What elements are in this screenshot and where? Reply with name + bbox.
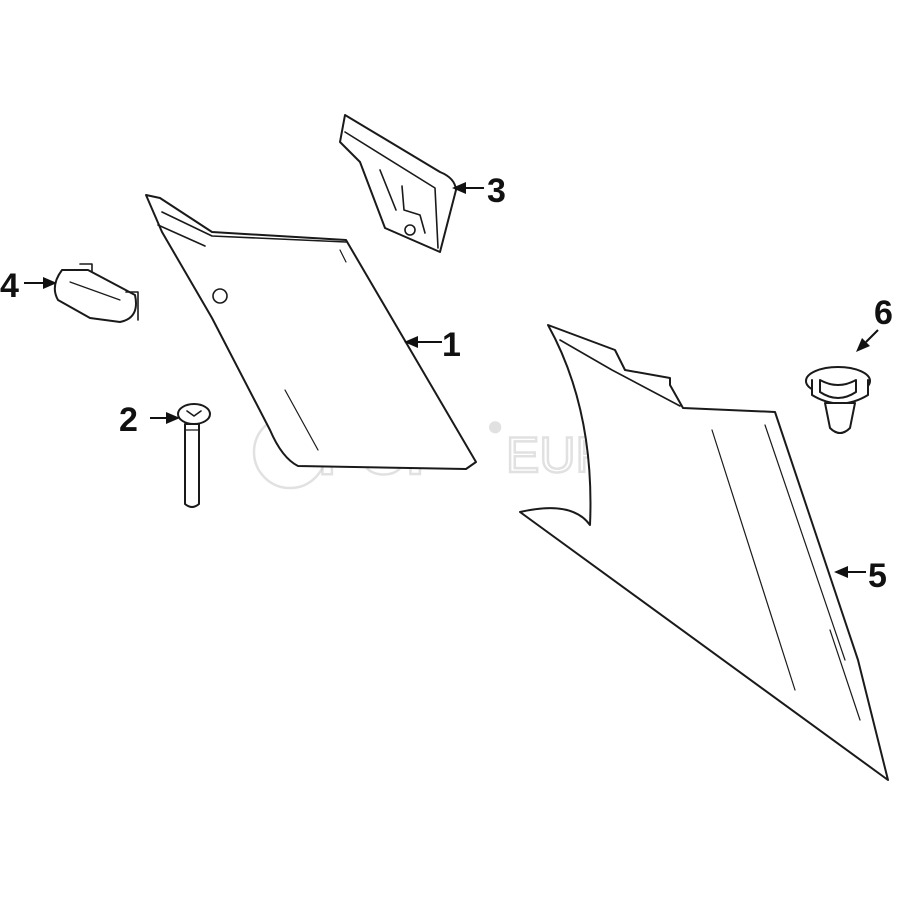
callout-arrows — [24, 182, 879, 578]
arrow-5-head — [834, 566, 848, 578]
callout-3: 3 — [487, 172, 506, 210]
part-3-trim-cap — [339, 114, 457, 253]
callout-labels: 1 2 3 4 5 6 — [0, 172, 893, 595]
callout-4: 4 — [0, 267, 19, 305]
arrow-6-head — [856, 338, 870, 352]
arrow-2-head — [166, 412, 180, 424]
part-2-bolt — [177, 403, 211, 508]
arrow-1-head — [404, 336, 418, 348]
part-6-push-clip — [805, 366, 871, 434]
part-4-clip — [53, 263, 139, 323]
part-1-pillar-trim — [145, 194, 477, 470]
watermark-registered: ® — [490, 419, 501, 435]
part-5-quarter-trim — [519, 324, 889, 781]
callout-2: 2 — [119, 401, 138, 439]
arrow-6 — [865, 329, 879, 343]
arrow-4-head — [43, 277, 57, 289]
callout-1: 1 — [442, 326, 461, 364]
callout-5: 5 — [868, 557, 887, 595]
callout-6: 6 — [874, 294, 893, 332]
arrow-3-head — [452, 182, 466, 194]
